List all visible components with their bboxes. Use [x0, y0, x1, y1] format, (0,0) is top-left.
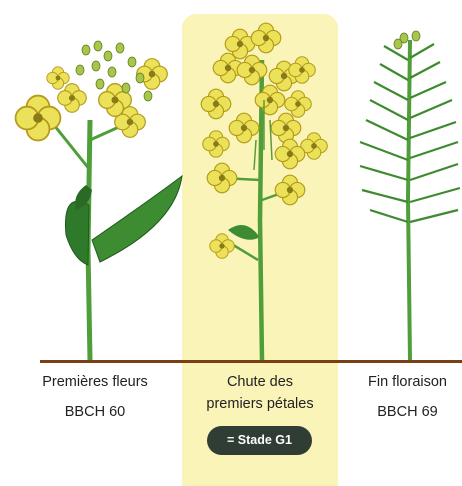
plant-bbch-60	[16, 41, 182, 360]
stage-label-bbch-60: Premières fleurs BBCH 60	[20, 371, 170, 423]
ground-line	[40, 360, 462, 363]
stage-g1-badge: = Stade G1	[207, 426, 312, 455]
stage-label-bbch-69: Fin floraison BBCH 69	[350, 371, 462, 423]
stage-name-line2: premiers pétales	[180, 393, 340, 415]
plant-bbch-65	[201, 23, 327, 360]
stage-code: BBCH 60	[20, 401, 170, 423]
stage-name-line1: Chute des	[180, 371, 340, 393]
plant-bbch-69	[360, 31, 460, 360]
stage-code: BBCH 69	[350, 401, 462, 423]
stage-name: Premières fleurs	[20, 371, 170, 393]
stage-name: Fin floraison	[350, 371, 462, 393]
